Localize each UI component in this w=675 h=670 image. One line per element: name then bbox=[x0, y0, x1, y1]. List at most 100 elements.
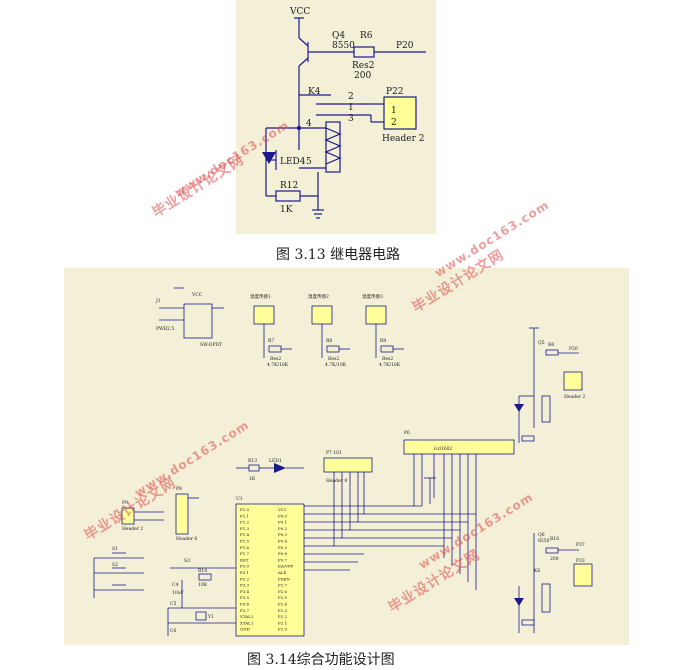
q6-label: Q6 bbox=[538, 532, 545, 538]
header-pin1: 1 bbox=[391, 106, 397, 116]
mcu-pin-left: P3.7 bbox=[240, 608, 250, 613]
mcu-pin-right: PSEN bbox=[278, 576, 290, 581]
sensor3-label: 温度传感3 bbox=[362, 293, 383, 300]
r6-label: R6 bbox=[360, 31, 373, 41]
c6-label: C6 bbox=[170, 628, 176, 634]
q5-label: Q5 bbox=[538, 340, 545, 346]
mcu-pin-left: P3.6 bbox=[240, 602, 250, 607]
integrated-design-figure: J1 PWR2.5 SW-DPDT VCC 温度传感1 温度传感2 温度传感3 … bbox=[64, 268, 629, 645]
mcu-pin-right: P0.6 bbox=[278, 551, 288, 556]
header-pin2: 2 bbox=[391, 118, 397, 128]
mcu-pin-right: EA/VPP bbox=[278, 564, 294, 569]
relay-circuit-schematic: VCC Q4 8550 R6 Res2 200 P20 K4 P22 1 2 H… bbox=[262, 7, 426, 219]
p7-label: P7 101 bbox=[326, 450, 342, 456]
mcu-pin-left: P1.1 bbox=[240, 513, 249, 518]
q4-label: Q4 bbox=[332, 31, 345, 41]
mcu-pin-right: P2.6 bbox=[278, 589, 288, 594]
mcu-pin-left: P1.3 bbox=[240, 526, 250, 531]
r13-value: 1K bbox=[249, 476, 256, 482]
u1-label: U1 bbox=[236, 496, 243, 502]
relay-pin-5: 5 bbox=[306, 157, 312, 167]
mcu-pin-left: P1.2 bbox=[240, 520, 250, 525]
mcu-pin-left: P1.7 bbox=[240, 551, 250, 556]
sensor1-label: 温度传感1 bbox=[250, 293, 271, 300]
pwr-label: PWR2.5 bbox=[156, 326, 174, 332]
header-label: Header 2 bbox=[382, 134, 425, 144]
mcu-pin-left: RST bbox=[240, 557, 249, 562]
mcu-pin-right: P0.2 bbox=[278, 526, 288, 531]
s3-label: S3 bbox=[184, 558, 190, 564]
relay-pin-2: 2 bbox=[348, 92, 354, 102]
r9-type: Res2 bbox=[382, 356, 393, 362]
r7-value: 4.7K/10K bbox=[267, 362, 289, 368]
r14-value: 10K bbox=[198, 582, 208, 588]
r6-type-label: Res2 bbox=[352, 61, 374, 71]
mcu-pin-right: P0.3 bbox=[278, 532, 288, 537]
sensor2-label: 温度传感2 bbox=[308, 293, 329, 300]
mcu-pin-right: ALE bbox=[277, 570, 287, 575]
p22-label: P22 bbox=[386, 87, 404, 97]
r9-label: R9 bbox=[380, 338, 386, 344]
mcu-pin-left: P1.0 bbox=[240, 507, 250, 512]
led4-label: LED4 bbox=[280, 157, 306, 167]
mcu-pin-right: P0.0 bbox=[278, 513, 288, 518]
p8-label: P8 bbox=[176, 486, 182, 492]
r7-type: Res2 bbox=[270, 356, 281, 362]
relay-pin-1: 1 bbox=[348, 103, 354, 113]
p9-label: P9 bbox=[122, 500, 128, 506]
r16-label: R16 bbox=[550, 536, 559, 542]
p6-label: P6 bbox=[404, 430, 410, 436]
r14-label: R14 bbox=[198, 568, 207, 574]
s1-label: S1 bbox=[112, 546, 118, 552]
mcu-pin-right: VCC bbox=[277, 507, 287, 512]
mcu-pin-right: P0.5 bbox=[278, 545, 288, 550]
mcu-pin-right: P2.5 bbox=[278, 595, 288, 600]
q6-part: 8550 bbox=[538, 538, 550, 544]
c4-value: 10uF bbox=[172, 590, 184, 596]
mcu-pin-right: P0.4 bbox=[278, 539, 288, 544]
mcu-pin-left: XTAL1 bbox=[240, 620, 253, 625]
vcc-label: VCC bbox=[289, 7, 310, 17]
led1-label: LED1 bbox=[269, 458, 282, 464]
p37-label: P37 bbox=[576, 542, 585, 548]
lcd-label: lcd1602 bbox=[434, 446, 452, 452]
figure-caption-2: 图 3.14综合功能设计图 bbox=[247, 652, 395, 668]
mcu-pin-left: P3.0 bbox=[240, 564, 250, 569]
y1-label: Y1 bbox=[207, 614, 214, 620]
vcc-power-label: VCC bbox=[191, 292, 203, 298]
mcu-pin-right: P2.2 bbox=[278, 614, 288, 619]
mcu-pin-right: P2.1 bbox=[278, 620, 287, 625]
mcu-pin-left: GND bbox=[240, 627, 250, 632]
q4-part-label: 8550 bbox=[332, 41, 355, 51]
mcu-pin-left: P1.4 bbox=[240, 532, 250, 537]
sw-label: SW-DPDT bbox=[200, 342, 222, 348]
header2-label: Header 2 bbox=[122, 526, 143, 532]
c5-label: C5 bbox=[170, 601, 176, 607]
relay-pin-4: 4 bbox=[306, 119, 312, 129]
mcu-pin-right: P2.4 bbox=[278, 602, 288, 607]
c4-label: C4 bbox=[172, 582, 178, 588]
mcu-pin-left: P3.2 bbox=[240, 576, 250, 581]
mcu-pin-right: P0.1 bbox=[278, 520, 287, 525]
mcu-pin-right: P2.0 bbox=[278, 627, 288, 632]
r6-value-label: 200 bbox=[354, 71, 371, 81]
mcu-pin-left: XTAL2 bbox=[240, 614, 254, 619]
mcu-right-pins: VCCP0.0P0.1P0.2P0.3P0.4P0.5P0.6P0.7EA/VP… bbox=[277, 507, 294, 632]
r7-label: R7 bbox=[268, 338, 274, 344]
j1-label: J1 bbox=[155, 298, 161, 304]
r6b-label: R6 bbox=[548, 342, 554, 348]
mcu-left-pins: P1.0P1.1P1.2P1.3P1.4P1.5P1.6P1.7RSTP3.0P… bbox=[240, 507, 254, 632]
r16-value: 200 bbox=[550, 556, 559, 562]
header8-label: Header 8 bbox=[326, 478, 347, 484]
figure-caption-1: 图 3.13 继电器电路 bbox=[276, 247, 401, 263]
relay-circuit-figure: VCC Q4 8550 R6 Res2 200 P20 K4 P22 1 2 H… bbox=[236, 0, 436, 234]
header6-label: Header 6 bbox=[176, 536, 197, 542]
r8-type: Res2 bbox=[328, 356, 339, 362]
mcu-pin-left: P3.5 bbox=[240, 595, 250, 600]
mcu-pin-right: P2.7 bbox=[278, 583, 288, 588]
p20b-label: P20 bbox=[569, 346, 578, 352]
integrated-design-schematic: J1 PWR2.5 SW-DPDT VCC 温度传感1 温度传感2 温度传感3 … bbox=[93, 287, 593, 637]
mcu-pin-left: P3.1 bbox=[240, 570, 249, 575]
p20-label: P20 bbox=[396, 41, 414, 51]
r8-value: 4.7K/10K bbox=[325, 362, 347, 368]
